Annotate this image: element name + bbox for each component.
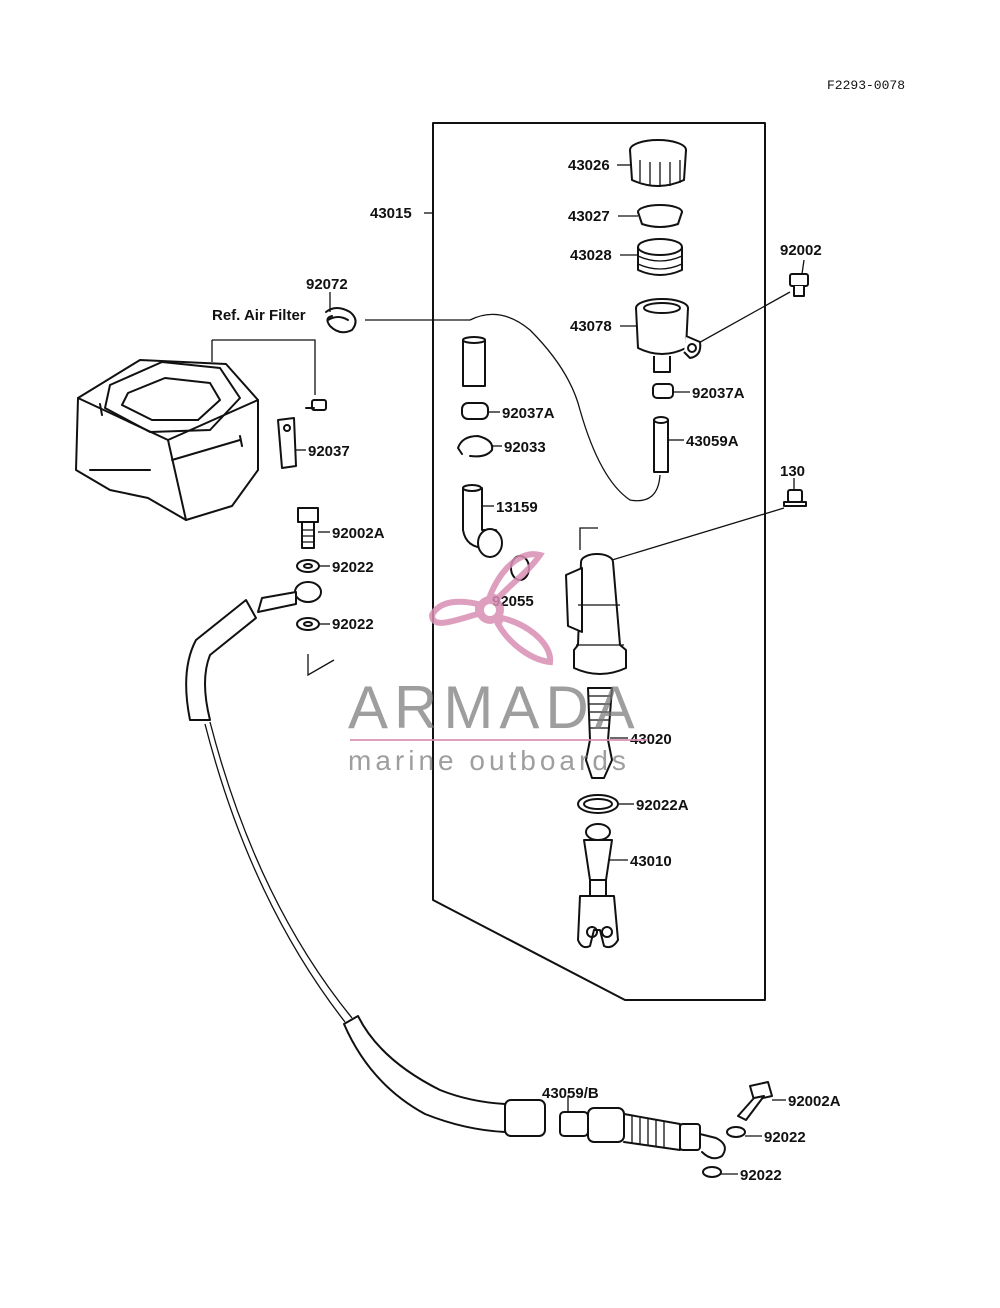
assembly-frame [424,122,766,1001]
label-92022a: 92022A [636,797,689,814]
short-tube [462,336,486,387]
label-92002: 92002 [780,242,822,259]
washer-92022-a [296,559,320,573]
label-43015: 43015 [370,205,412,222]
washer-92022-d [702,1166,722,1178]
label-92037a-left: 92037A [502,405,555,422]
circlip-92022a [577,794,619,814]
label-13159: 13159 [496,499,538,516]
watermark: ARMADA marine outboards [348,551,648,776]
push-rod-43010 [577,823,619,949]
screw-92002 [789,273,809,297]
label-92072: 92072 [306,276,348,293]
label-92022-b: 92022 [332,616,374,633]
reservoir-cap [629,139,687,187]
label-92022-d: 92022 [740,1167,782,1184]
label-ref-air-filter: Ref. Air Filter [212,307,306,324]
washer-92022-c [726,1126,746,1138]
hose-43059a [653,416,669,473]
bracket-92037 [277,417,297,469]
label-130: 130 [780,463,805,480]
label-92037: 92037 [308,443,350,460]
banjo-bolt-bottom [737,1081,773,1121]
label-92022-a: 92022 [332,559,374,576]
filter-screw [305,399,327,411]
label-43059b: 43059/B [542,1085,599,1102]
spring-clamp-92072 [325,307,357,334]
fitting-13159 [462,484,503,558]
watermark-brand: ARMADA [348,674,641,741]
circlip-92033 [457,435,494,458]
label-43028: 43028 [570,247,612,264]
diaphragm [637,238,683,276]
label-43078: 43078 [570,318,612,335]
label-43059a: 43059A [686,433,739,450]
clamp-92037a-left [461,402,489,420]
label-92037a-right: 92037A [692,385,745,402]
bolt-130 [783,489,807,507]
propeller-logo-icon [428,551,554,666]
banjo-fitting-upper [185,581,322,721]
banjo-bolt-top [297,507,319,549]
label-92033: 92033 [504,439,546,456]
washer-92022-b [296,617,320,631]
clamp-92037a-right [652,383,674,399]
hose-43059b [343,1015,726,1160]
watermark-tagline: marine outboards [348,745,630,776]
air-filter-box [75,359,259,521]
label-43026: 43026 [568,157,610,174]
label-43020: 43020 [630,731,672,748]
push-rod-boot [585,687,613,779]
master-cylinder-body [565,527,627,675]
label-43010: 43010 [630,853,672,870]
label-92002a-bottom: 92002A [788,1093,841,1110]
label-92022-c: 92022 [764,1129,806,1146]
figure-code: F2293-0078 [827,78,905,93]
label-92002a-top: 92002A [332,525,385,542]
diaphragm-plate [637,204,683,228]
label-43027: 43027 [568,208,610,225]
reservoir-tank [635,298,702,373]
